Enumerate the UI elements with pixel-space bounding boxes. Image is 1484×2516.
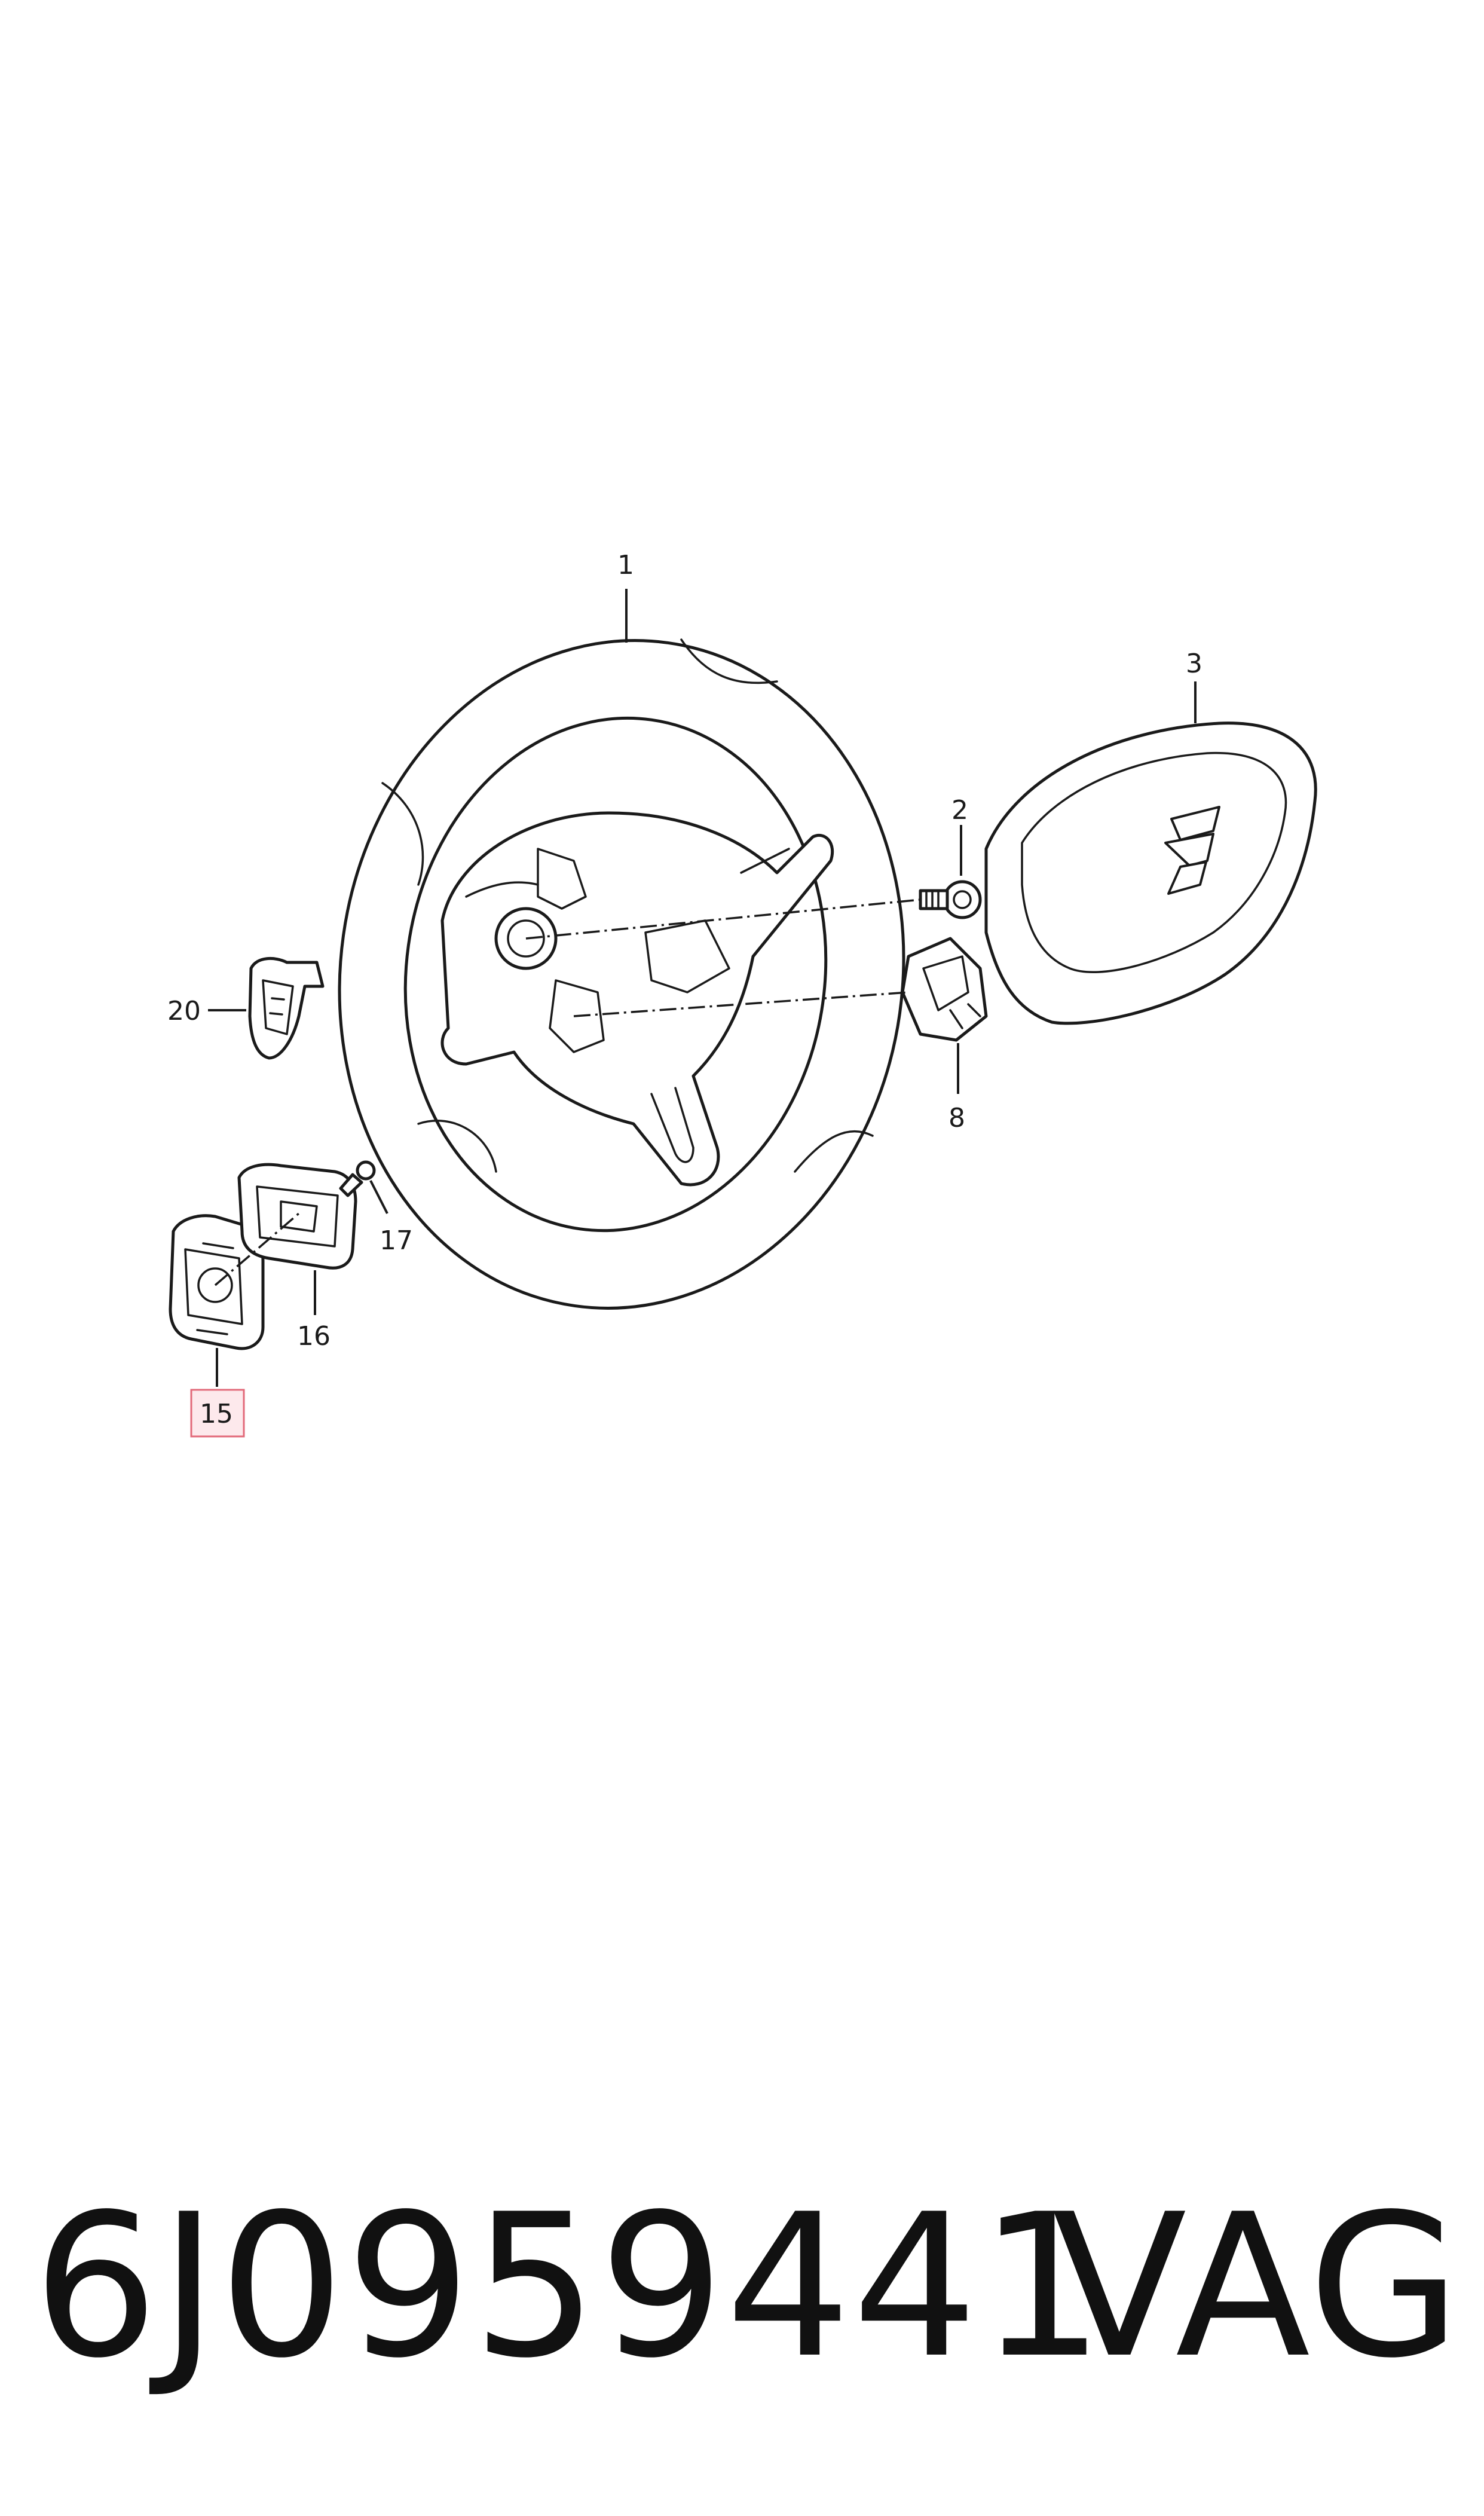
callout-16[interactable]: 16 <box>297 1321 331 1352</box>
callout-17[interactable]: 17 <box>380 1225 413 1256</box>
steering-wheel <box>338 638 905 1310</box>
callout-15[interactable]: 15 <box>200 1399 233 1429</box>
assembly-line-bolt <box>525 898 921 940</box>
small-screw-part <box>339 1160 376 1197</box>
screw-part <box>919 880 982 919</box>
leader-line-17 <box>369 1180 388 1214</box>
seat-logo-icon <box>1164 806 1220 895</box>
multifunction-switch <box>169 1214 265 1350</box>
highlighted-callout-15[interactable]: 15 <box>190 1389 245 1438</box>
callout-2[interactable]: 2 <box>951 795 968 826</box>
callout-3[interactable]: 3 <box>1186 649 1203 679</box>
cover-part <box>248 956 325 1060</box>
callout-8[interactable]: 8 <box>948 1103 965 1133</box>
connector-module <box>901 937 988 1042</box>
assembly-line-switch <box>214 1212 300 1286</box>
callout-1[interactable]: 1 <box>617 550 634 580</box>
callout-20[interactable]: 20 <box>167 996 201 1026</box>
part-number-label: 6J0959441 <box>33 2172 1106 2401</box>
driver-airbag <box>984 722 1317 1025</box>
trim-plate <box>237 1163 357 1270</box>
brand-label: VAG <box>1052 2172 1462 2401</box>
